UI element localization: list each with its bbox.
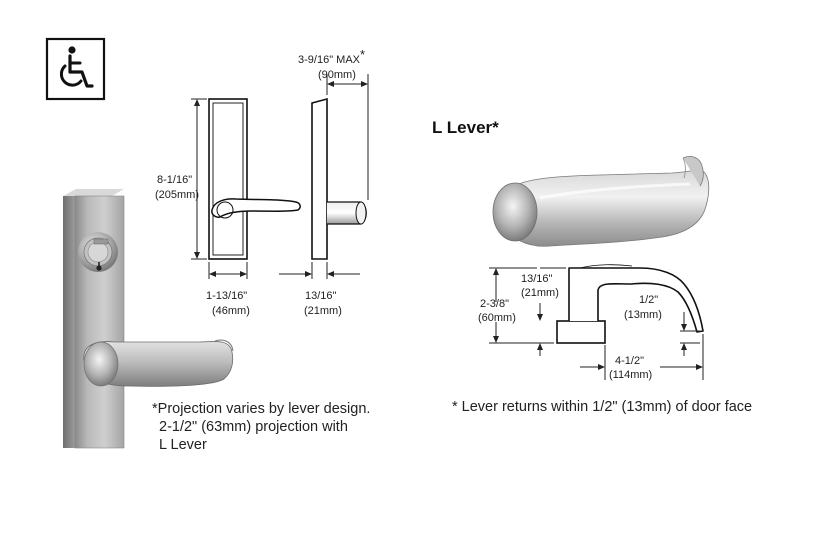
front-width-label: 1-13/16" — [206, 290, 247, 302]
profile-height-metric: (60mm) — [478, 312, 516, 324]
projection-asterisk: * — [360, 47, 365, 62]
front-width-metric: (46mm) — [212, 305, 250, 317]
front-height-label: 8-1/16" — [157, 174, 192, 186]
projection-note-line1: *Projection varies by lever design. — [152, 401, 370, 417]
profile-height-label: 2-3/8" — [480, 298, 509, 310]
side-projection-metric: (90mm) — [318, 69, 356, 81]
side-depth-metric: (21mm) — [304, 305, 342, 317]
profile-rose-metric: (21mm) — [521, 287, 559, 299]
front-view-drawing — [191, 98, 301, 279]
photo-lever — [83, 339, 234, 387]
side-projection-label: 3-9/16" MAX* — [298, 47, 365, 66]
key-cylinder — [78, 232, 118, 272]
profile-return-label: 1/2" — [639, 294, 658, 306]
projection-note-line3: L Lever — [159, 437, 207, 453]
trim-photo — [63, 189, 234, 449]
profile-return-metric: (13mm) — [624, 309, 662, 321]
front-height-metric: (205mm) — [155, 189, 199, 201]
side-view-drawing — [279, 74, 369, 279]
l-lever-photo — [492, 156, 710, 247]
l-lever-profile-drawing — [489, 264, 704, 380]
projection-note-line2: 2-1/2" (63mm) projection with — [159, 419, 348, 435]
lever-title: L Lever* — [432, 118, 499, 137]
profile-length-metric: (114mm) — [609, 369, 652, 381]
lever-return-note: * Lever returns within 1/2" (13mm) of do… — [452, 399, 752, 415]
side-depth-label: 13/16" — [305, 290, 337, 302]
profile-length-label: 4-1/2" — [615, 355, 644, 367]
profile-rose-label: 13/16" — [521, 273, 553, 285]
wheelchair-icon — [45, 37, 106, 101]
